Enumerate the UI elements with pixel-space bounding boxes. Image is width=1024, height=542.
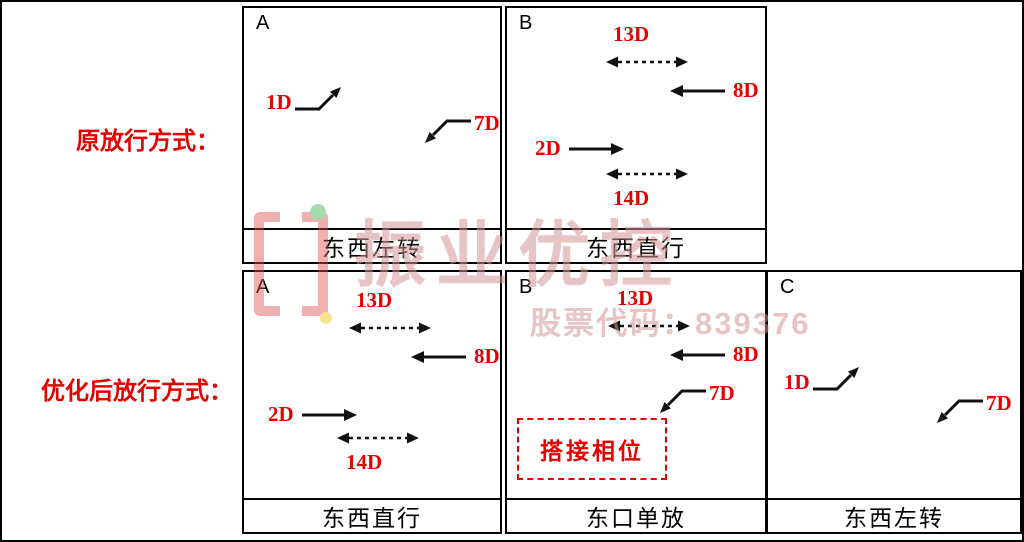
movement-label-2d: 2D: [268, 402, 294, 426]
row-label-optimized: 优化后放行方式：: [41, 378, 233, 405]
left-arrow-icon: [411, 350, 466, 363]
panel-original-b: B 13D 8D 2D 14D 东西直行: [505, 6, 767, 264]
movement-1d: 1D: [266, 80, 346, 116]
movement-7d: 7D: [420, 111, 500, 150]
movement-label-8d: 8D: [474, 344, 500, 368]
panel-optimized-a: A 13D 8D 2D 14D 东西直行: [242, 270, 502, 534]
movement-8d: 8D: [669, 80, 759, 101]
movement-2d: 2D: [268, 404, 358, 425]
right-arrow-icon: [301, 408, 357, 421]
movement-label-7d: 7D: [709, 381, 735, 405]
left-arrow-icon: [670, 84, 725, 97]
panel-caption: 东口单放: [507, 498, 765, 532]
panel-letter: B: [519, 12, 533, 34]
right-arrow-icon: [568, 142, 624, 155]
movement-label-7d: 7D: [474, 111, 500, 135]
overlap-phase-label: 搭接相位: [540, 438, 644, 464]
movement-label-13d: 13D: [613, 22, 650, 46]
movement-label-13d: 13D: [356, 288, 393, 312]
movement-label-8d: 8D: [733, 342, 759, 366]
panel-caption: 东西直行: [244, 498, 500, 532]
movement-label-14d: 14D: [613, 186, 650, 210]
double-dashed-arrow-icon: [337, 432, 419, 444]
panel-caption: 东西左转: [244, 228, 500, 262]
row-label-original: 原放行方式：: [76, 128, 220, 155]
panel-letter: A: [256, 276, 270, 298]
panel-caption: 东西直行: [507, 228, 765, 262]
double-dashed-arrow-icon: [349, 322, 431, 334]
movement-label-7d: 7D: [986, 391, 1012, 415]
movement-7d: 7D: [932, 391, 1012, 430]
down-left-turn-arrow-icon: [425, 119, 471, 143]
panel-letter: C: [780, 276, 795, 298]
movement-label-1d: 1D: [266, 90, 292, 114]
movement-label-1d: 1D: [784, 370, 810, 394]
movement-label-8d: 8D: [733, 78, 759, 102]
double-dashed-arrow-icon: [606, 168, 688, 180]
panel-original-a: A 1D 7D 东西左转: [242, 6, 502, 264]
movement-label-14d: 14D: [346, 450, 383, 474]
movement-1d: 1D: [784, 360, 864, 396]
up-right-turn-arrow-icon: [294, 87, 341, 111]
double-dashed-arrow-icon: [606, 56, 688, 68]
panel-optimized-b: B 13D 8D 7D 搭接相位 东口单放: [505, 270, 767, 534]
panel-letter: B: [519, 276, 533, 298]
down-left-turn-arrow-icon: [937, 399, 983, 423]
left-arrow-icon: [670, 348, 725, 361]
movement-7d: 7D: [655, 381, 735, 420]
down-left-turn-arrow-icon: [660, 389, 706, 413]
movement-label-13d: 13D: [617, 286, 654, 310]
movement-label-2d: 2D: [535, 136, 561, 160]
panel-letter: A: [256, 12, 270, 34]
panel-caption: 东西左转: [768, 498, 1020, 532]
up-right-turn-arrow-icon: [812, 367, 859, 391]
overlap-phase-box: 搭接相位: [517, 418, 667, 480]
double-dashed-arrow-icon: [608, 320, 690, 332]
movement-8d: 8D: [669, 344, 759, 365]
panel-optimized-c: C 1D 7D 东西左转: [766, 270, 1022, 534]
movement-2d: 2D: [535, 138, 625, 159]
movement-8d: 8D: [410, 346, 500, 367]
